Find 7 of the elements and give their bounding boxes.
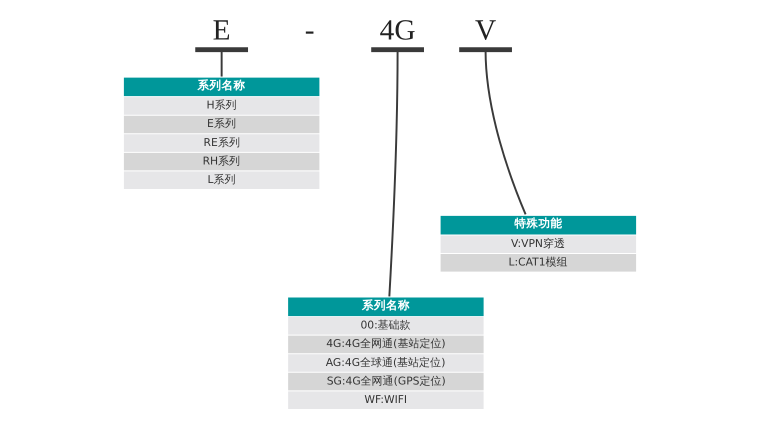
connector <box>220 50 223 77</box>
node-text: E <box>212 14 231 46</box>
connector <box>388 50 399 296</box>
node-text: V <box>474 14 496 46</box>
node-text: 4G <box>380 14 416 46</box>
connector <box>484 50 526 215</box>
label: - <box>304 14 314 46</box>
